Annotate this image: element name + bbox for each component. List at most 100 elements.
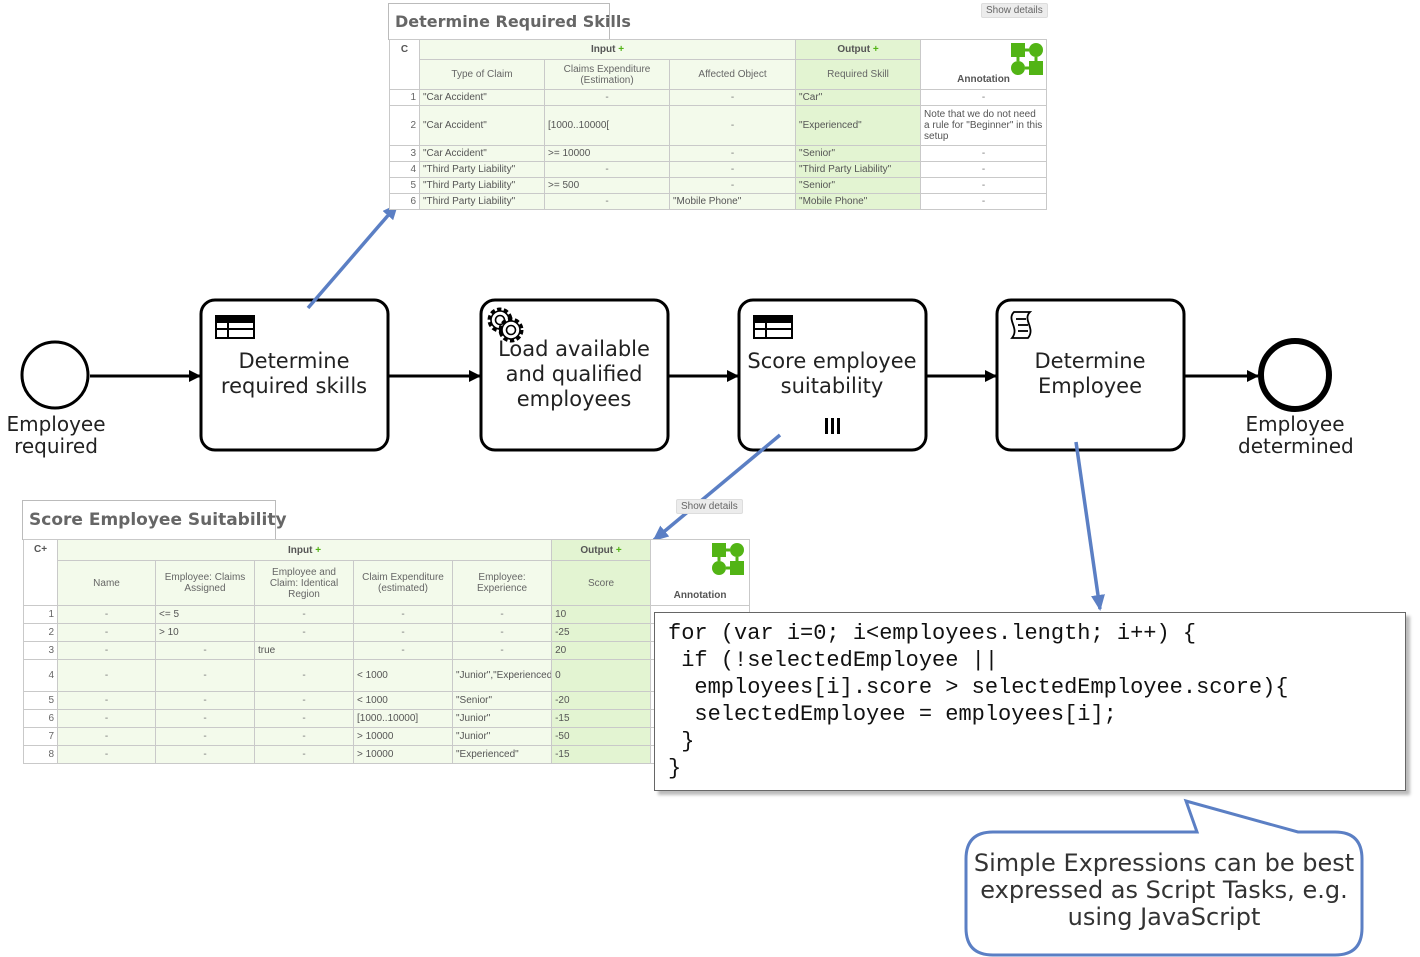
annotation-cell[interactable]: - <box>920 145 1048 162</box>
input-cell[interactable]: < 1000 <box>353 691 453 710</box>
input-cell[interactable]: - <box>254 659 354 692</box>
input-cell[interactable]: - <box>57 745 156 764</box>
input-cell[interactable]: - <box>544 89 670 106</box>
output-cell[interactable]: "Senior" <box>795 177 922 194</box>
table2-column-header[interactable]: Score <box>551 560 652 606</box>
output-cell[interactable]: "Experienced" <box>795 105 922 146</box>
add-output-plus-icon[interactable]: + <box>872 44 879 55</box>
input-cell[interactable]: - <box>668 177 797 194</box>
output-cell[interactable]: -15 <box>551 745 652 764</box>
input-cell[interactable]: "Car Accident" <box>419 89 545 106</box>
input-cell[interactable]: - <box>451 641 553 660</box>
table1-show-details-button[interactable]: Show details <box>981 3 1048 18</box>
output-cell[interactable]: 20 <box>551 641 652 660</box>
input-cell[interactable]: "Third Party Liability" <box>419 161 545 178</box>
output-cell[interactable]: "Car" <box>795 89 922 106</box>
input-cell[interactable]: [1000..10000] <box>353 709 453 728</box>
input-cell[interactable]: - <box>155 709 255 728</box>
input-cell[interactable]: - <box>155 641 255 660</box>
task-determine-employee[interactable] <box>995 298 1186 452</box>
table2-column-header[interactable]: Name <box>57 560 156 606</box>
annotation-cell[interactable]: - <box>920 89 1048 106</box>
output-cell[interactable]: -50 <box>551 727 652 746</box>
add-input-plus-icon[interactable]: + <box>315 544 322 556</box>
task-load-employees[interactable] <box>479 298 670 452</box>
end-event[interactable] <box>1258 338 1332 412</box>
output-cell[interactable]: "Senior" <box>795 145 922 162</box>
table1-column-header[interactable]: Affected Object <box>668 59 797 90</box>
table2-column-header[interactable]: Employee and Claim: Identical Region <box>254 560 354 606</box>
input-cell[interactable]: > 10000 <box>353 727 453 746</box>
annotation-cell[interactable]: - <box>920 193 1048 210</box>
input-cell[interactable]: - <box>668 145 797 162</box>
table1-hit-policy[interactable]: C <box>389 39 420 90</box>
input-cell[interactable]: true <box>254 641 354 660</box>
input-cell[interactable]: - <box>57 641 156 660</box>
input-cell[interactable]: - <box>254 691 354 710</box>
table2-show-details-button[interactable]: Show details <box>676 499 743 514</box>
annotation-cell[interactable]: Note that we do not need a rule for "Beg… <box>920 105 1048 146</box>
table1-column-header[interactable]: Claims Expenditure (Estimation) <box>544 59 670 90</box>
input-cell[interactable]: - <box>57 605 156 624</box>
input-cell[interactable]: - <box>155 659 255 692</box>
add-output-plus-icon[interactable]: + <box>615 544 622 556</box>
input-cell[interactable]: - <box>544 161 670 178</box>
annotation-cell[interactable]: - <box>920 177 1048 194</box>
output-cell[interactable]: -25 <box>551 623 652 642</box>
input-cell[interactable]: [1000..10000[ <box>544 105 670 146</box>
input-cell[interactable]: "Car Accident" <box>419 145 545 162</box>
table1-column-header[interactable]: Type of Claim <box>419 59 545 90</box>
input-cell[interactable]: - <box>668 161 797 178</box>
input-cell[interactable]: - <box>353 641 453 660</box>
input-cell[interactable]: - <box>57 659 156 692</box>
input-cell[interactable]: >= 500 <box>544 177 670 194</box>
table2-hit-policy[interactable]: C+ <box>23 539 58 606</box>
input-cell[interactable]: <= 5 <box>155 605 255 624</box>
table1-column-header[interactable]: Required Skill <box>795 59 922 90</box>
input-cell[interactable]: - <box>668 105 797 146</box>
input-cell[interactable]: "Experienced" <box>451 745 553 764</box>
table2-column-header[interactable]: Claim Expenditure (estimated) <box>353 560 453 606</box>
input-cell[interactable]: "Junior","Experienced" <box>451 659 553 692</box>
output-cell[interactable]: "Third Party Liability" <box>795 161 922 178</box>
table2-column-header[interactable]: Employee: Claims Assigned <box>155 560 255 606</box>
output-cell[interactable]: -20 <box>551 691 652 710</box>
input-cell[interactable]: - <box>57 623 156 642</box>
input-cell[interactable]: - <box>254 605 354 624</box>
output-cell[interactable]: -15 <box>551 709 652 728</box>
input-cell[interactable]: - <box>353 623 453 642</box>
input-cell[interactable]: "Junior" <box>451 709 553 728</box>
input-cell[interactable]: - <box>668 89 797 106</box>
input-cell[interactable]: - <box>155 727 255 746</box>
input-cell[interactable]: - <box>254 623 354 642</box>
input-cell[interactable]: - <box>57 727 156 746</box>
output-cell[interactable]: "Mobile Phone" <box>795 193 922 210</box>
add-input-plus-icon[interactable]: + <box>618 44 625 55</box>
input-cell[interactable]: "Junior" <box>451 727 553 746</box>
output-cell[interactable]: 0 <box>551 659 652 692</box>
input-cell[interactable]: - <box>254 745 354 764</box>
input-cell[interactable]: "Car Accident" <box>419 105 545 146</box>
input-cell[interactable]: - <box>254 709 354 728</box>
input-cell[interactable]: - <box>451 623 553 642</box>
annotation-cell[interactable]: - <box>920 161 1048 178</box>
input-cell[interactable]: - <box>57 709 156 728</box>
input-cell[interactable]: "Senior" <box>451 691 553 710</box>
input-cell[interactable]: < 1000 <box>353 659 453 692</box>
input-cell[interactable]: - <box>451 605 553 624</box>
input-cell[interactable]: "Mobile Phone" <box>668 193 797 210</box>
input-cell[interactable]: "Third Party Liability" <box>419 177 545 194</box>
start-event[interactable] <box>20 340 90 410</box>
input-cell[interactable]: >= 10000 <box>544 145 670 162</box>
input-cell[interactable]: - <box>155 691 255 710</box>
input-cell[interactable]: - <box>155 745 255 764</box>
input-cell[interactable]: > 10 <box>155 623 255 642</box>
input-cell[interactable]: > 10000 <box>353 745 453 764</box>
output-cell[interactable]: 10 <box>551 605 652 624</box>
input-cell[interactable]: - <box>353 605 453 624</box>
table2-column-header[interactable]: Employee: Experience <box>451 560 553 606</box>
input-cell[interactable]: - <box>254 727 354 746</box>
input-cell[interactable]: - <box>57 691 156 710</box>
input-cell[interactable]: - <box>544 193 670 210</box>
input-cell[interactable]: "Third Party Liability" <box>419 193 545 210</box>
